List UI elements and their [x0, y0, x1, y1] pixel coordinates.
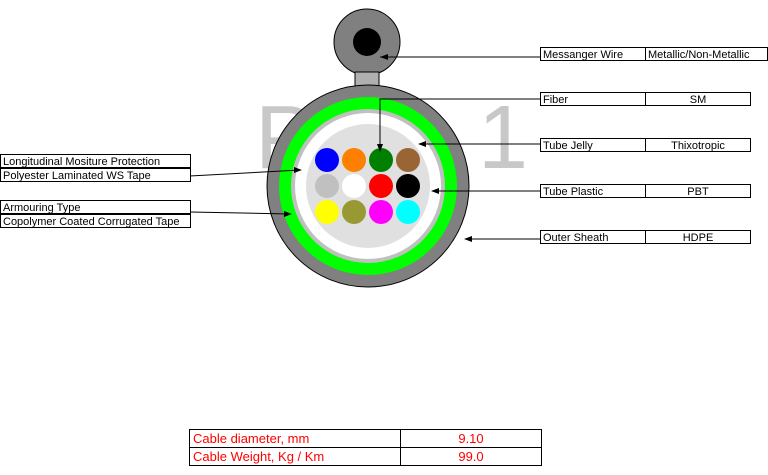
leader-arrowheads	[284, 54, 472, 242]
value-tube-plastic: PBT	[645, 184, 751, 198]
value-armouring-type: Copolymer Coated Corrugated Tape	[0, 214, 191, 228]
arrow-fiber	[377, 144, 383, 152]
spec-label-weight: Cable Weight, Kg / Km	[189, 447, 401, 466]
messenger-wire-core	[353, 28, 381, 56]
fiber-group	[315, 148, 420, 224]
spec-label-diameter: Cable diameter, mm	[189, 429, 401, 448]
value-fiber: SM	[645, 92, 751, 106]
label-outer-sheath: Outer Sheath	[540, 230, 646, 244]
fiber-1	[315, 148, 339, 172]
arrow-messenger	[380, 54, 388, 60]
leader-armour	[189, 211, 291, 215]
fiber-4	[396, 148, 420, 172]
label-fiber: Fiber	[540, 92, 646, 106]
label-tube-jelly: Tube Jelly	[540, 138, 646, 152]
fiber-6	[342, 174, 366, 198]
spec-value-diameter: 9.10	[400, 429, 542, 448]
arrow-armour	[284, 211, 292, 217]
fiber-8	[396, 174, 420, 198]
spec-value-weight: 99.0	[400, 447, 542, 466]
fiber-11	[369, 200, 393, 224]
arrow-outer-sheath	[464, 236, 472, 242]
fiber-10	[342, 200, 366, 224]
fiber-7	[369, 174, 393, 198]
arrow-tube-jelly	[418, 141, 426, 147]
fiber-9	[315, 200, 339, 224]
value-messenger-wire: Metallic/Non-Metallic	[645, 47, 768, 61]
fiber-12	[396, 200, 420, 224]
label-tube-plastic: Tube Plastic	[540, 184, 646, 198]
label-messenger-wire: Messanger Wire	[540, 47, 646, 61]
label-armouring-type: Armouring Type	[0, 200, 191, 214]
fiber-3	[369, 148, 393, 172]
leader-fiber	[379, 98, 540, 150]
arrow-tube-plastic	[431, 188, 439, 194]
value-tube-jelly: Thixotropic	[645, 138, 751, 152]
background-letter-1: 1	[478, 88, 528, 188]
fiber-2	[342, 148, 366, 172]
fiber-5	[315, 174, 339, 198]
value-moisture-protection: Polyester Laminated WS Tape	[0, 168, 191, 182]
arrow-moisture-protection	[294, 167, 302, 173]
leader-lines	[189, 56, 540, 240]
label-moisture-protection: Longitudinal Mositure Protection	[0, 154, 191, 168]
value-outer-sheath: HDPE	[645, 230, 751, 244]
